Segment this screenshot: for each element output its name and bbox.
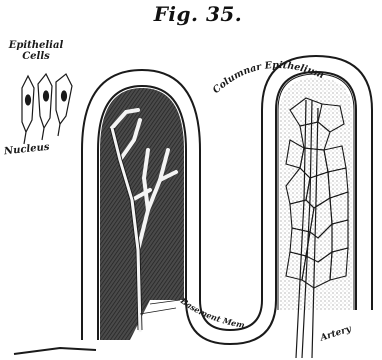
- epithelial-cells-inset: [22, 74, 72, 144]
- ground-marks: [14, 348, 96, 354]
